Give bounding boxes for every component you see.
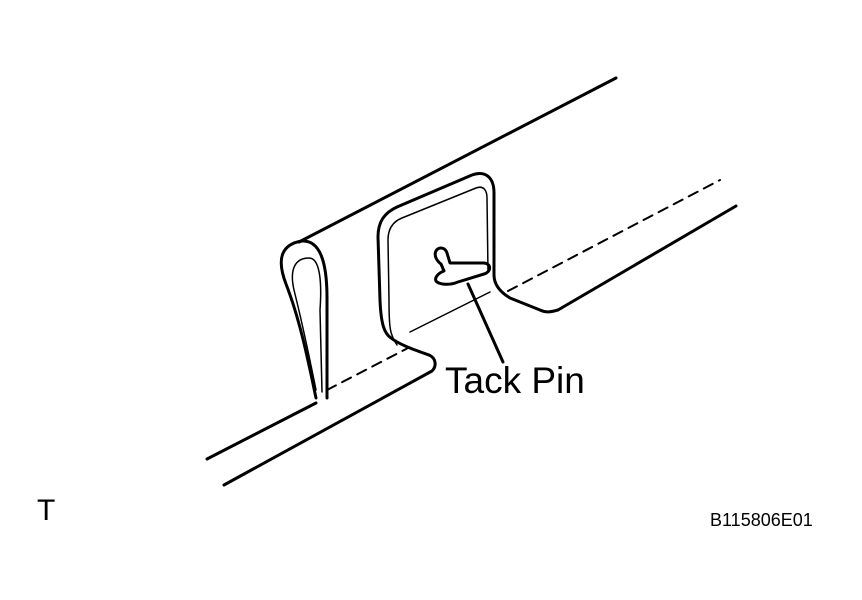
trim-bottom-edge xyxy=(222,353,437,487)
corner-mark: T xyxy=(37,494,56,527)
trim-rolled-lip xyxy=(279,239,329,400)
clip-housing-outline xyxy=(376,172,738,357)
trim-lip-inner xyxy=(291,257,323,393)
tack-pin-leader-line xyxy=(466,282,505,364)
tack-pin-icon xyxy=(433,246,492,286)
clip-housing-crease xyxy=(409,291,491,333)
tack-pin-label: Tack Pin xyxy=(445,360,585,401)
trim-top-edge xyxy=(297,76,618,244)
figure-code: B115806E01 xyxy=(710,510,813,530)
trim-hidden-seam-right xyxy=(507,179,721,292)
trim-front-edge xyxy=(205,401,318,461)
clip-housing-inner xyxy=(387,186,489,346)
trim-hidden-seam-left xyxy=(326,347,409,391)
